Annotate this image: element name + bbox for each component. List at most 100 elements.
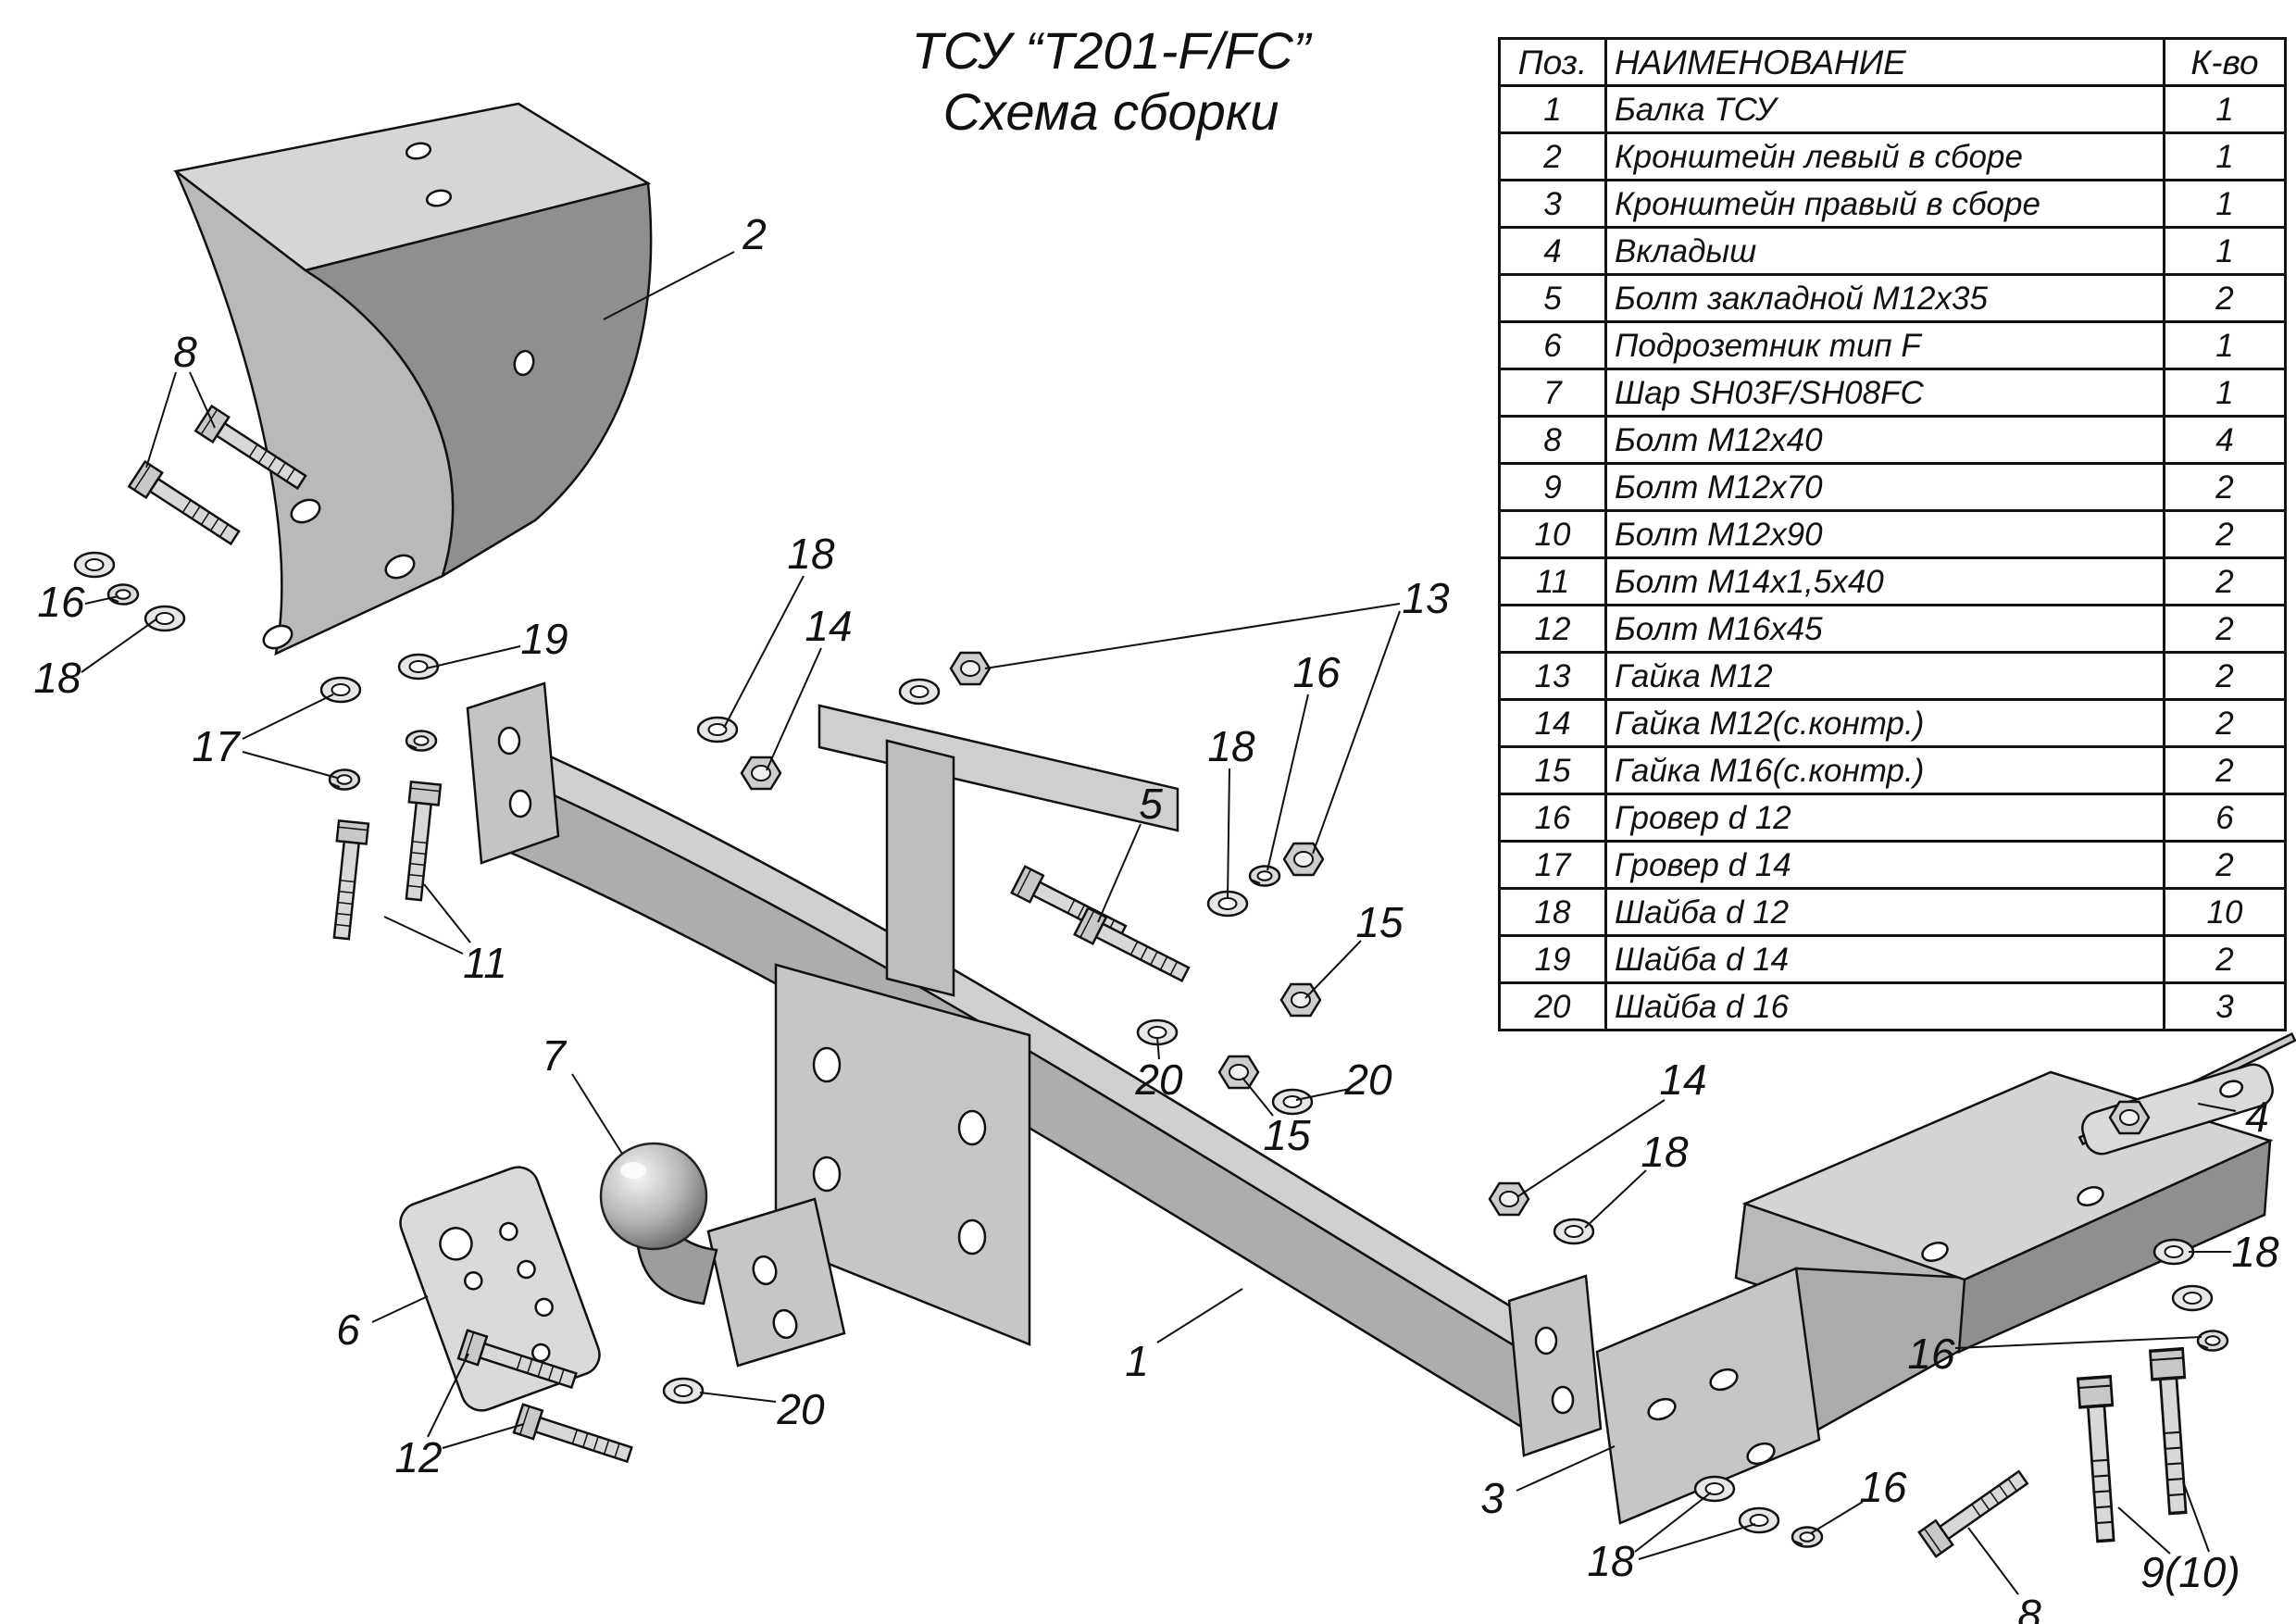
center-mount-plate (774, 963, 1031, 1346)
part-name: Шайба d 16 (1604, 981, 2165, 1031)
part-name: Гровер d 14 (1604, 840, 2165, 890)
callout-leader-line (371, 1295, 429, 1323)
part-pos: 9 (1498, 462, 1607, 512)
part-pos: 16 (1498, 793, 1607, 843)
bolt-9-10 (2076, 1375, 2124, 1543)
callout-leader-line (1097, 823, 1142, 923)
part-name: Гайка М12 (1604, 651, 2165, 701)
callout-leader-line (1584, 1169, 1647, 1229)
bolt-12 (512, 1403, 636, 1470)
callout-leader-line (425, 645, 521, 669)
part-name: Болт М12х40 (1604, 415, 2165, 465)
bolt-11 (397, 781, 443, 903)
part-name: Кронштейн правый в сборе (1604, 179, 2165, 229)
callout-label: 18 (1587, 1537, 1635, 1585)
washer-18 (696, 716, 739, 743)
part-qty: 6 (2163, 793, 2287, 843)
spring-washer-16 (1248, 865, 1281, 887)
part-pos: 13 (1498, 651, 1607, 701)
callout-leader-line (145, 371, 177, 468)
callout-label: 15 (1355, 898, 1404, 946)
part-qty: 2 (2163, 745, 2287, 795)
part-6-socket-plate (399, 1166, 601, 1412)
callout-leader-line (383, 916, 464, 955)
callout-leader-line (1156, 1036, 1160, 1060)
part-name: Гайка М12(с.контр.) (1604, 698, 2165, 748)
part-name: Болт М12х70 (1604, 462, 2165, 512)
part-pos: 1 (1498, 84, 1607, 134)
callout-label: 8 (2017, 1591, 2041, 1624)
callout-leader-line (1954, 1336, 2202, 1349)
part-name: Болт М14х1,5х40 (1604, 556, 2165, 606)
callout-leader-line (242, 693, 334, 740)
part-pos: 5 (1498, 273, 1607, 323)
callout-leader-line (2117, 1506, 2171, 1555)
part-qty: 2 (2163, 509, 2287, 559)
part-pos: 2 (1498, 131, 1607, 181)
callout-leader-line (1634, 1492, 1712, 1553)
part-qty: 2 (2163, 698, 2287, 748)
callout-label: 14 (805, 602, 852, 650)
part-pos: 20 (1498, 981, 1607, 1031)
part-pos: 10 (1498, 509, 1607, 559)
part-2-left-bracket (173, 102, 653, 656)
bolt-5 (1073, 906, 1193, 989)
callout-label: 14 (1659, 1056, 1706, 1104)
callout-label: 20 (1343, 1056, 1392, 1104)
part-qty: 1 (2163, 320, 2287, 370)
callout-label: 16 (1907, 1330, 1955, 1378)
part-name: Вкладыш (1604, 226, 2165, 276)
header-qty: К-во (2163, 37, 2287, 87)
part-pos: 7 (1498, 368, 1607, 418)
part-qty: 1 (2163, 226, 2287, 276)
callout-label: 17 (192, 722, 241, 770)
part-pos: 8 (1498, 415, 1607, 465)
part-name: Болт закладной М12х35 (1604, 273, 2165, 323)
callout-label: 9(10) (2140, 1548, 2240, 1596)
part-pos: 12 (1498, 604, 1607, 654)
callout-leader-line (189, 371, 216, 429)
part-name: Гровер d 12 (1604, 793, 2165, 843)
callout-leader-line (2182, 1480, 2210, 1553)
callout-leader-line (1517, 1099, 1666, 1197)
callout-label: 2 (742, 210, 767, 258)
callout-leader-line (571, 1073, 623, 1155)
callout-leader-line (603, 251, 735, 320)
nut-13 (949, 651, 992, 686)
bolt-11 (325, 819, 370, 942)
part-qty: 2 (2163, 840, 2287, 890)
callout-leader-line (766, 647, 822, 771)
part-qty: 10 (2163, 887, 2287, 937)
callout-leader-line (84, 595, 119, 605)
callout-leader-line (1967, 1527, 2019, 1595)
part-qty: 1 (2163, 179, 2287, 229)
callout-label: 6 (336, 1305, 360, 1354)
nut-on-insert (2108, 1100, 2151, 1135)
callout-leader-line (1242, 1077, 1274, 1117)
part-name: Гайка М16(с.контр.) (1604, 745, 2165, 795)
callout-leader-line (1312, 610, 1401, 855)
callout-leader-line (1304, 940, 1362, 999)
callout-label: 20 (776, 1385, 825, 1433)
washer-18 (73, 551, 116, 579)
callout-leader-line (723, 575, 805, 729)
bolt-8 (128, 460, 244, 552)
bolt-9-10 (2148, 1347, 2196, 1516)
callout-label: 16 (1292, 648, 1341, 696)
washer-18 (898, 678, 941, 706)
part-qty: 2 (2163, 604, 2287, 654)
